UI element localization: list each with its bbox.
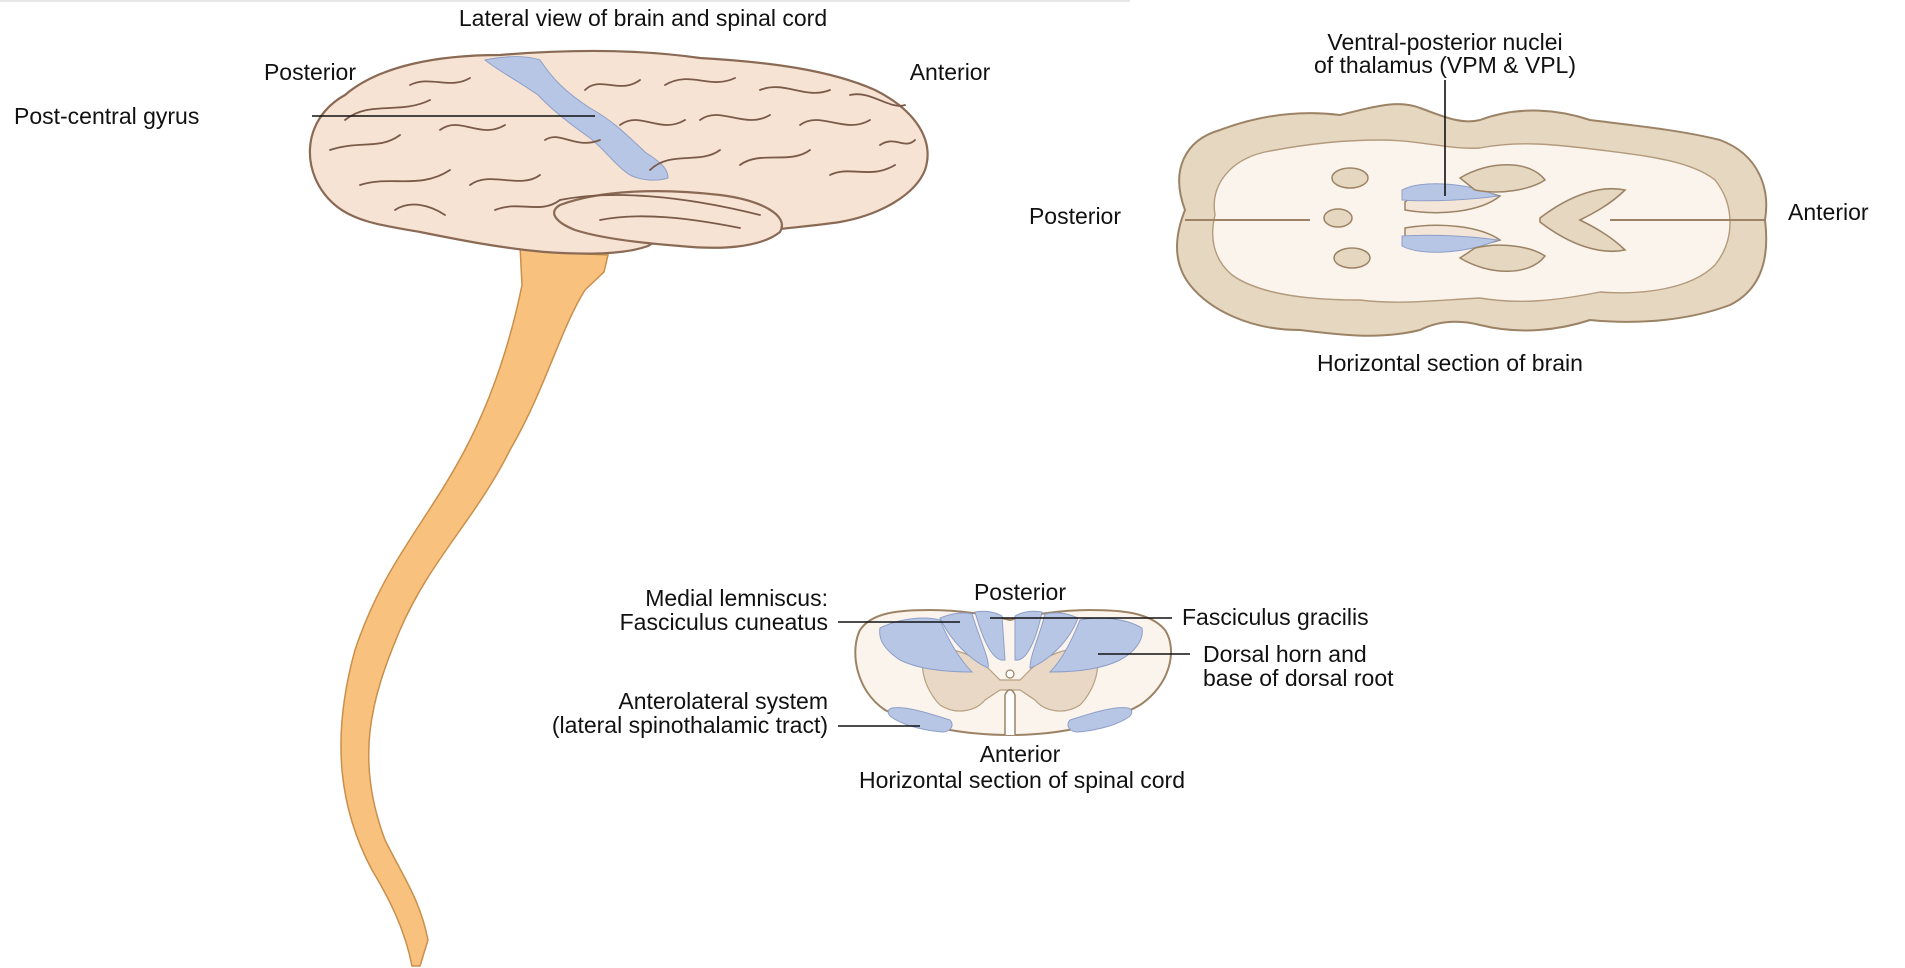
- medial-lemniscus-label-line2: Fasciculus cuneatus: [620, 609, 828, 635]
- dorsal-horn-label-line2: base of dorsal root: [1203, 665, 1394, 691]
- lateral-view-panel: Lateral view of brain and spinal cord Po…: [14, 5, 991, 966]
- fasciculus-gracilis-label: Fasciculus gracilis: [1182, 604, 1369, 630]
- dorsal-horn-label-line1: Dorsal horn and: [1203, 641, 1367, 667]
- horizontal-brain-panel: Ventral-posterior nuclei of thalamus (VP…: [1029, 29, 1869, 376]
- spinal-cord: [341, 246, 608, 966]
- internal-structure-3: [1324, 209, 1352, 227]
- internal-structure-1: [1332, 168, 1368, 188]
- anterolateral-label-line1: Anterolateral system: [618, 688, 828, 714]
- lateral-view-title: Lateral view of brain and spinal cord: [459, 5, 827, 31]
- spinal-posterior-label: Posterior: [974, 579, 1066, 605]
- anterolateral-label-line2: (lateral spinothalamic tract): [552, 712, 828, 738]
- horizontal-posterior-label: Posterior: [1029, 203, 1121, 229]
- spinal-section-panel: Posterior Anterior Horizontal section of…: [552, 579, 1394, 793]
- post-central-gyrus-label: Post-central gyrus: [14, 103, 199, 129]
- internal-structure-2: [1334, 248, 1370, 268]
- anterior-fissure: [1005, 690, 1015, 735]
- spinal-section-caption: Horizontal section of spinal cord: [859, 767, 1185, 793]
- spinal-anterior-label: Anterior: [980, 741, 1061, 767]
- horizontal-anterior-label: Anterior: [1788, 199, 1869, 225]
- central-canal: [1006, 670, 1014, 678]
- brain-horizontal-white-matter: [1213, 140, 1730, 302]
- nuclei-label-line2: of thalamus (VPM & VPL): [1314, 52, 1576, 78]
- lateral-anterior-label: Anterior: [910, 59, 991, 85]
- medial-lemniscus-label-line1: Medial lemniscus:: [645, 585, 828, 611]
- lateral-posterior-label: Posterior: [264, 59, 356, 85]
- horizontal-brain-caption: Horizontal section of brain: [1317, 350, 1583, 376]
